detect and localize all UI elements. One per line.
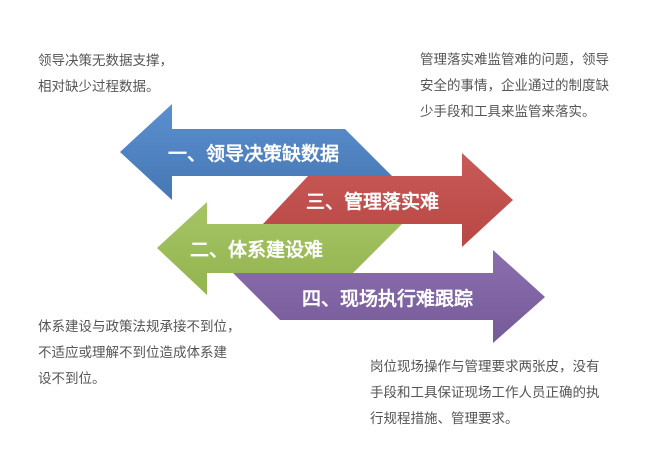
note-line: 设不到位。 — [38, 371, 106, 387]
note-line: 岗位现场操作与管理要求两张皮，没有 — [370, 359, 600, 375]
note-top-left: 领导决策无数据支撑， 相对缺少过程数据。 — [38, 48, 173, 100]
arrow-label: 二、体系建设难 — [190, 238, 323, 261]
note-line: 少手段和工具来监管来落实。 — [420, 104, 596, 120]
note-line: 体系建设与政策法规承接不到位， — [38, 319, 241, 335]
arrow-management-implementation: 三、管理落实难 — [263, 153, 513, 247]
note-bottom-right: 岗位现场操作与管理要求两张皮，没有 手段和工具保证现场工作人员正确的执 行规程措… — [370, 354, 600, 432]
note-line: 手段和工具保证现场工作人员正确的执 — [370, 385, 600, 401]
arrow-label: 一、领导决策缺数据 — [168, 142, 339, 165]
arrow-label: 四、现场执行难跟踪 — [302, 287, 473, 310]
note-line: 不适应或理解不到位造成体系建 — [38, 345, 227, 361]
note-bottom-left: 体系建设与政策法规承接不到位， 不适应或理解不到位造成体系建 设不到位。 — [38, 314, 241, 392]
note-line: 领导决策无数据支撑， — [38, 53, 173, 69]
note-top-right: 管理落实难监管难的问题，领导 安全的事情，企业通过的制度缺 少手段和工具来监管来… — [420, 47, 609, 125]
note-line: 相对缺少过程数据。 — [38, 79, 160, 95]
note-line: 安全的事情，企业通过的制度缺 — [420, 78, 609, 94]
note-line: 行规程措施、管理要求。 — [370, 411, 519, 427]
arrow-right-shape — [263, 153, 513, 247]
arrow-system-construction: 二、体系建设难 — [157, 202, 402, 295]
arrow-right-shape — [233, 250, 545, 343]
arrow-onsite-execution: 四、现场执行难跟踪 — [233, 250, 545, 343]
note-line: 管理落实难监管难的问题，领导 — [420, 52, 609, 68]
arrow-left-shape — [157, 202, 402, 295]
arrow-label: 三、管理落实难 — [306, 190, 439, 213]
